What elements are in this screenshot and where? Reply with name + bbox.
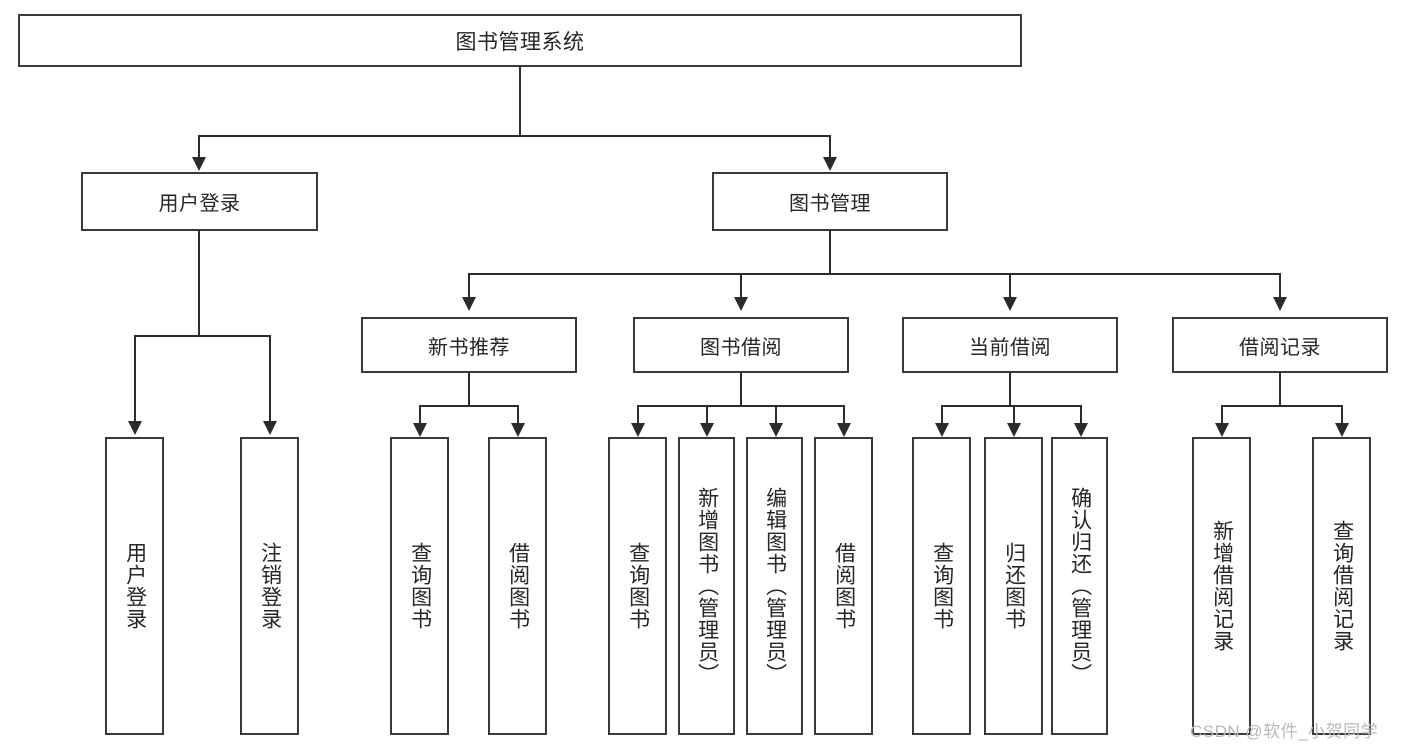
node-label: 查询图书 xyxy=(930,542,954,630)
node-label: 新增图书（管理员） xyxy=(695,487,719,685)
connector-user-login-bus xyxy=(134,335,270,337)
connector-new-book-leaf2 xyxy=(517,405,519,425)
connector-borrow-record-stem xyxy=(1279,373,1281,405)
arrowhead-root-to-user-login xyxy=(192,157,206,171)
leaf-book-borrow-edit-book-admin[interactable]: 编辑图书（管理员） xyxy=(746,437,803,735)
node-label: 编辑图书（管理员） xyxy=(763,487,787,685)
connector-new-book-bus xyxy=(419,405,518,407)
arrowhead-new-book-leaf2 xyxy=(511,423,525,437)
node-book-management[interactable]: 图书管理 xyxy=(712,172,948,231)
node-label: 借阅图书 xyxy=(506,542,530,630)
arrowhead-book-manage-to-new-book xyxy=(462,297,476,311)
connector-book-borrow-leaf3 xyxy=(775,405,777,425)
node-label: 图书管理 xyxy=(789,193,871,215)
node-borrow-record[interactable]: 借阅记录 xyxy=(1172,317,1388,373)
node-label: 注销登录 xyxy=(258,542,282,630)
node-label: 用户登录 xyxy=(123,542,147,630)
node-label: 查询图书 xyxy=(408,542,432,630)
connector-book-manage-to-current xyxy=(1009,273,1011,299)
connector-book-borrow-leaf2 xyxy=(706,405,708,425)
arrowhead-book-manage-to-record xyxy=(1273,297,1287,311)
connector-borrow-record-leaf1 xyxy=(1221,405,1223,425)
leaf-new-book-query-book[interactable]: 查询图书 xyxy=(390,437,449,735)
node-label: 归还图书 xyxy=(1002,542,1026,630)
leaf-current-borrow-confirm-return-admin[interactable]: 确认归还（管理员） xyxy=(1051,437,1108,735)
connector-user-login-stem xyxy=(198,231,200,335)
node-label: 确认归还（管理员） xyxy=(1068,487,1092,685)
node-label: 新增借阅记录 xyxy=(1210,520,1234,652)
node-root-book-management-system[interactable]: 图书管理系统 xyxy=(18,14,1022,67)
connector-current-borrow-stem xyxy=(1009,373,1011,405)
node-label: 新书推荐 xyxy=(428,336,510,359)
node-label: 借阅记录 xyxy=(1239,336,1321,359)
arrowhead-borrow-record-leaf2 xyxy=(1335,423,1349,437)
arrowhead-borrow-record-leaf1 xyxy=(1215,423,1229,437)
arrowhead-book-borrow-leaf3 xyxy=(769,423,783,437)
arrowhead-new-book-leaf1 xyxy=(413,423,427,437)
leaf-current-borrow-return-book[interactable]: 归还图书 xyxy=(984,437,1043,735)
arrowhead-book-borrow-leaf2 xyxy=(700,423,714,437)
arrowhead-current-borrow-leaf3 xyxy=(1074,423,1088,437)
connector-new-book-stem xyxy=(468,373,470,405)
arrowhead-book-borrow-leaf4 xyxy=(837,423,851,437)
connector-root-to-book-manage xyxy=(829,135,831,159)
connector-user-login-leaf1 xyxy=(134,335,136,423)
connector-borrow-record-bus xyxy=(1221,405,1342,407)
node-user-login[interactable]: 用户登录 xyxy=(81,172,318,231)
arrowhead-book-borrow-leaf1 xyxy=(631,423,645,437)
connector-root-bus xyxy=(198,135,831,137)
arrowhead-root-to-book-manage xyxy=(823,157,837,171)
arrowhead-book-manage-to-borrow xyxy=(734,297,748,311)
leaf-new-book-borrow-book[interactable]: 借阅图书 xyxy=(488,437,547,735)
connector-current-borrow-bus xyxy=(941,405,1080,407)
node-current-borrow[interactable]: 当前借阅 xyxy=(902,317,1118,373)
connector-current-borrow-leaf1 xyxy=(941,405,943,425)
connector-book-borrow-leaf1 xyxy=(637,405,639,425)
connector-book-manage-stem xyxy=(829,231,831,273)
connector-user-login-leaf2 xyxy=(269,335,271,423)
connector-root-stem xyxy=(519,67,521,135)
node-label: 当前借阅 xyxy=(969,336,1051,359)
connector-borrow-record-leaf2 xyxy=(1341,405,1343,425)
node-new-book-recommend[interactable]: 新书推荐 xyxy=(361,317,577,373)
connector-book-borrow-bus xyxy=(637,405,844,407)
node-label: 查询借阅记录 xyxy=(1330,520,1354,652)
leaf-user-login-logout[interactable]: 注销登录 xyxy=(240,437,299,735)
connector-current-borrow-leaf2 xyxy=(1013,405,1015,425)
arrowhead-user-login-leaf1 xyxy=(128,421,142,435)
leaf-book-borrow-add-book-admin[interactable]: 新增图书（管理员） xyxy=(678,437,735,735)
connector-current-borrow-leaf3 xyxy=(1080,405,1082,425)
node-label: 图书管理系统 xyxy=(455,30,585,54)
arrowhead-user-login-leaf2 xyxy=(263,421,277,435)
connector-book-manage-to-record xyxy=(1279,273,1281,299)
connector-root-to-user-login xyxy=(198,135,200,159)
connector-book-manage-to-new-book xyxy=(468,273,470,299)
node-label: 用户登录 xyxy=(158,193,241,215)
node-label: 查询图书 xyxy=(626,542,650,630)
leaf-book-borrow-query-book[interactable]: 查询图书 xyxy=(608,437,667,735)
leaf-borrow-record-add-record[interactable]: 新增借阅记录 xyxy=(1192,437,1251,735)
leaf-borrow-record-query-record[interactable]: 查询借阅记录 xyxy=(1312,437,1371,735)
arrowhead-current-borrow-leaf2 xyxy=(1007,423,1021,437)
node-label: 图书借阅 xyxy=(700,336,782,359)
connector-book-borrow-leaf4 xyxy=(843,405,845,425)
connector-book-manage-to-borrow xyxy=(740,273,742,299)
leaf-book-borrow-borrow-book[interactable]: 借阅图书 xyxy=(814,437,873,735)
connector-book-manage-bus xyxy=(468,273,1281,275)
node-label: 借阅图书 xyxy=(832,542,856,630)
arrowhead-current-borrow-leaf1 xyxy=(935,423,949,437)
leaf-user-login-login[interactable]: 用户登录 xyxy=(105,437,164,735)
node-book-borrow[interactable]: 图书借阅 xyxy=(633,317,849,373)
connector-book-borrow-stem xyxy=(740,373,742,405)
connector-new-book-leaf1 xyxy=(419,405,421,425)
leaf-current-borrow-query-book[interactable]: 查询图书 xyxy=(912,437,971,735)
arrowhead-book-manage-to-current xyxy=(1003,297,1017,311)
